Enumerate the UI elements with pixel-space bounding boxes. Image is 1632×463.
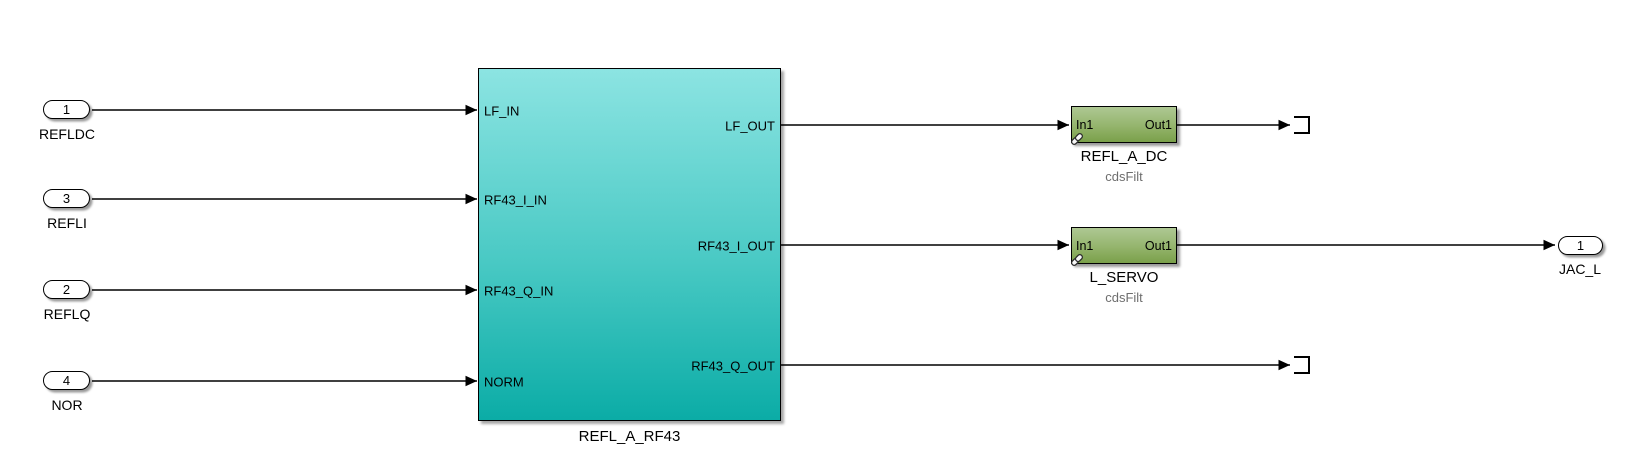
- library-link-icon: [1071, 133, 1083, 145]
- filter-in-port-label: In1: [1076, 117, 1094, 132]
- outport-number: 1: [1576, 238, 1585, 253]
- filter-block-name-label: REFL_A_DC: [1080, 148, 1168, 165]
- filter-block-refl-a-dc[interactable]: In1 Out1: [1071, 106, 1177, 145]
- subsystem-port-lf-out: LF_OUT: [725, 118, 775, 134]
- outport-jac-l-label: JAC_L: [1558, 261, 1602, 277]
- subsystem-port-rf43-q-in: RF43_Q_IN: [484, 283, 554, 299]
- inport-number: 3: [62, 191, 71, 206]
- inport-refli[interactable]: 3: [43, 189, 90, 208]
- terminator-block-1[interactable]: [1294, 116, 1310, 134]
- inport-refli-label: REFLI: [47, 215, 87, 231]
- inport-reflq-label: REFLQ: [43, 306, 91, 322]
- inport-reflq[interactable]: 2: [43, 280, 90, 299]
- subsystem-name-label: REFL_A_RF43: [578, 428, 681, 445]
- filter-block-library-label: cdsFilt: [1105, 290, 1143, 305]
- inport-number: 2: [62, 282, 71, 297]
- filter-out-port-label: Out1: [1144, 117, 1172, 132]
- filter-in-port-label: In1: [1076, 238, 1094, 253]
- filter-block-l-servo[interactable]: In1 Out1: [1071, 227, 1177, 266]
- subsystem-port-rf43-i-in: RF43_I_IN: [484, 192, 547, 208]
- filter-block-name-label: L_SERVO: [1089, 269, 1159, 286]
- library-link-icon: [1071, 254, 1083, 266]
- inport-nor[interactable]: 4: [43, 371, 90, 390]
- filter-block-library-label: cdsFilt: [1105, 169, 1143, 184]
- outport-jac-l[interactable]: 1: [1558, 236, 1603, 255]
- subsystem-port-lf-in: LF_IN: [484, 103, 520, 119]
- inport-number: 4: [62, 373, 71, 388]
- subsystem-port-rf43-q-out: RF43_Q_OUT: [691, 358, 775, 374]
- inport-number: 1: [62, 102, 71, 117]
- inport-nor-label: NOR: [51, 397, 83, 413]
- subsystem-port-norm: NORM: [484, 374, 524, 390]
- filter-out-port-label: Out1: [1144, 238, 1172, 253]
- inport-refldc-label: REFLDC: [38, 126, 95, 142]
- terminator-block-2[interactable]: [1294, 356, 1310, 374]
- subsystem-port-rf43-i-out: RF43_I_OUT: [697, 238, 775, 254]
- inport-refldc[interactable]: 1: [43, 100, 90, 119]
- subsystem-block-refl-a-rf43[interactable]: LF_IN RF43_I_IN RF43_Q_IN NORM LF_OUT RF…: [478, 68, 781, 421]
